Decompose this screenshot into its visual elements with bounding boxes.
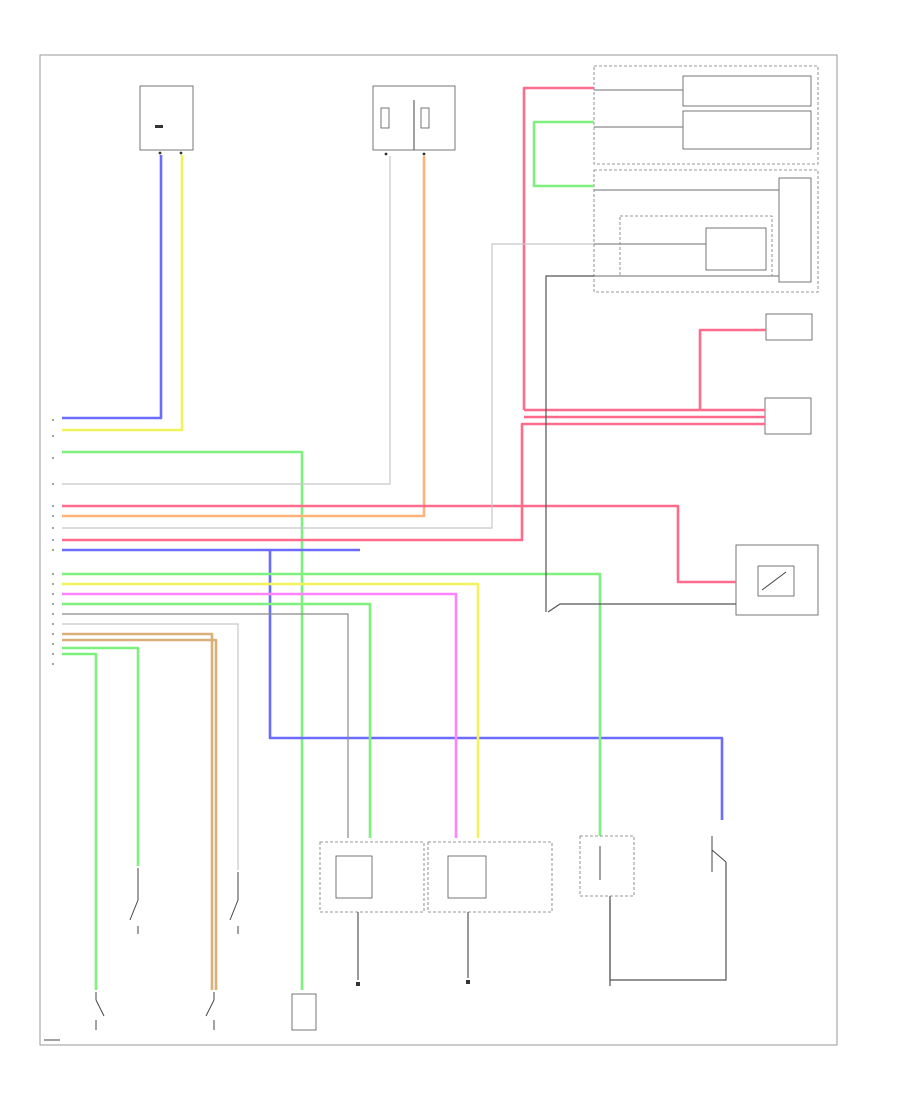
control-module-connector [778, 177, 812, 283]
control-module-group [593, 169, 819, 293]
left-connector-column [52, 419, 54, 665]
switch-arm [95, 999, 105, 1017]
bottom-module-left-box [335, 855, 373, 899]
top-right-dashed-frame [593, 65, 819, 165]
connector-pin [384, 152, 388, 156]
wire-dark-gnd [545, 275, 594, 612]
bottom-module-center [427, 841, 553, 913]
wire-green-top-right [532, 120, 594, 188]
bottom-switch-1 [95, 992, 105, 1030]
wire-blue-top [62, 155, 163, 420]
bottom-module-left-frame [319, 841, 425, 913]
fuse-symbol [420, 107, 430, 129]
wire-dark-bottom [609, 862, 727, 981]
right-switch-inner [757, 565, 795, 597]
wire-red-upper-box [698, 328, 766, 410]
switch-arm [761, 571, 787, 591]
connector-pin [179, 151, 183, 155]
switch-arm [229, 899, 239, 921]
wire-tan-a [62, 632, 214, 990]
wire-blue-drop [268, 550, 724, 820]
ground-symbol [356, 982, 360, 986]
switch-housing [291, 993, 317, 1031]
wire-green-right [62, 572, 602, 836]
wire-red-up [62, 422, 765, 542]
connector-right [764, 397, 812, 435]
switch-arm [205, 999, 215, 1017]
wire-yellow-top [62, 155, 184, 432]
fuse-symbol [380, 107, 390, 129]
bottom-switch-3 [229, 872, 239, 934]
switch-arm [711, 849, 727, 863]
top-left-component-box [139, 85, 194, 151]
ground-stubs [356, 896, 611, 986]
top-center-component [372, 85, 456, 156]
bottom-switch-2 [129, 868, 139, 934]
bottom-module-center-frame [427, 841, 553, 913]
top-right-module-a [682, 75, 812, 107]
bottom-relay-right [579, 835, 635, 897]
wire-layer [62, 86, 766, 990]
security-unit-box [705, 227, 767, 271]
wire-red-top [522, 86, 594, 410]
wire-gray-a [62, 613, 349, 838]
wire-orange [62, 156, 426, 518]
control-module-dashed-frame [593, 169, 819, 293]
door-switch-right [711, 836, 727, 872]
wire-green-left-b [62, 646, 140, 866]
bottom-module-center-box [447, 855, 487, 899]
sensor-box-upper [765, 313, 813, 341]
bottom-switch-5 [291, 993, 317, 1031]
top-right-module-group [593, 65, 819, 165]
bottom-switch-4 [205, 992, 215, 1030]
wire-pink [62, 592, 458, 838]
wire-light-a [62, 156, 391, 485]
connector-pin [158, 151, 162, 155]
diagram-border [39, 54, 838, 1046]
wire-tan-b [62, 638, 218, 990]
top-left-component [139, 85, 194, 155]
top-left-component-inner [155, 125, 163, 128]
wire-green-left [62, 652, 98, 990]
top-right-module-b [682, 110, 812, 150]
wire-light-c [62, 623, 239, 870]
bottom-relay-frame [579, 835, 635, 897]
ground-symbol [466, 980, 470, 984]
wire-green-module [62, 602, 372, 838]
bottom-module-left [319, 841, 425, 913]
connector-pin [422, 152, 426, 156]
switch-arm [129, 899, 139, 921]
wire-red-long [62, 504, 736, 584]
wire-green-vertical [62, 450, 304, 990]
wire-dark-return [547, 603, 736, 613]
wire-yellow-mid [62, 582, 480, 838]
right-switch-box [735, 544, 819, 616]
wire-light-b [62, 243, 594, 529]
